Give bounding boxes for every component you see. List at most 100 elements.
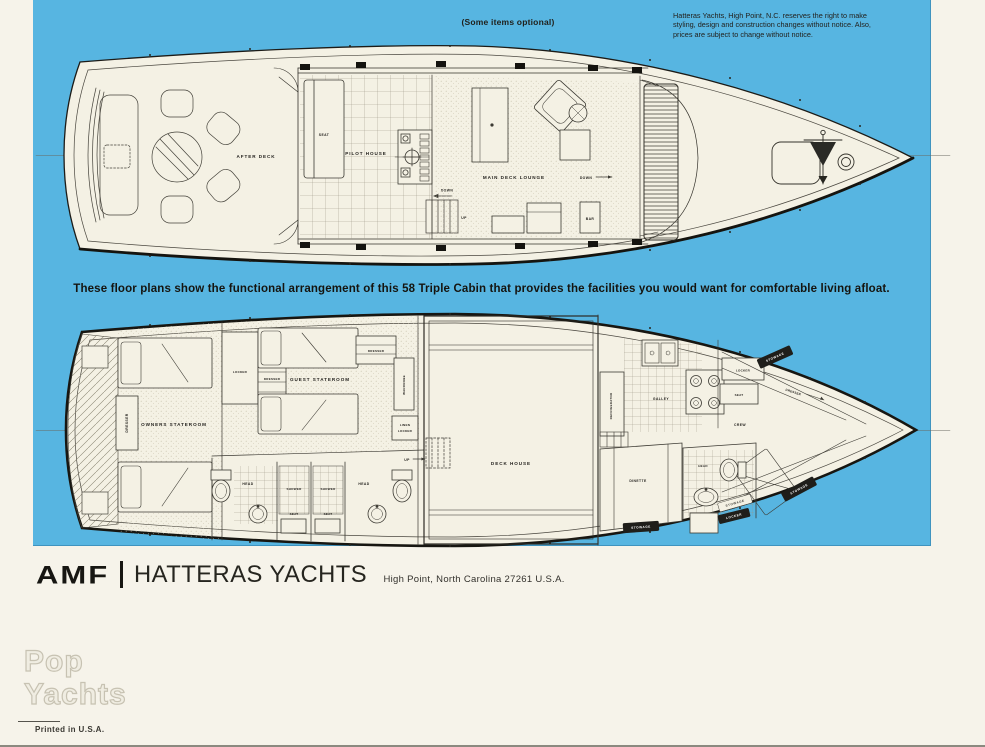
aft-deck-group [87, 87, 241, 224]
stern-settee [99, 94, 139, 216]
deck-house-label: DECK HOUSE [491, 461, 531, 466]
pop-yachts-watermark: Pop Yachts [23, 644, 127, 711]
galley-label: GALLEY [653, 397, 669, 401]
bar-label: BAR [586, 217, 595, 221]
crew-locker [721, 357, 765, 381]
bar-cabinet [579, 201, 601, 234]
toilet-icon [210, 469, 232, 503]
printed-note-rule [18, 721, 60, 722]
disclaimer-line: Hatteras Yachts, High Point, N.C. reserv… [673, 11, 867, 20]
deck-cleats [300, 61, 642, 251]
pilot-house-group [303, 79, 433, 185]
main-deck-plan: AFTER DECK [35, 44, 951, 266]
pilot-seat-label: SEAT [319, 133, 330, 137]
lounge-cabinet [471, 87, 509, 163]
stern-locker [81, 345, 109, 369]
address-text: High Point, North Carolina 27261 U.S.A. [383, 574, 565, 585]
lounge-sofa [526, 202, 562, 234]
foredeck-hatch [771, 141, 821, 185]
linen-locker-label-2: LOCKER [398, 429, 413, 433]
toilet-icon [719, 458, 747, 482]
locker-tag: LOCKER [717, 508, 751, 524]
printed-note: Printed in U.S.A. [35, 725, 105, 734]
guest-stateroom-label: GUEST STATEROOM [290, 377, 350, 382]
seat-stbd-label: SEAT [324, 512, 333, 516]
dresser-owners-label: DRESSER [125, 413, 129, 432]
stowage-tag-dinette-label: STOWAGE [631, 525, 651, 530]
dresser-guest-mid-label: DRESSER [264, 377, 281, 381]
locker-galley-label: LOCKER [736, 369, 751, 373]
stowage-tag-outline: STOWAGE [717, 494, 753, 512]
locker [221, 331, 259, 405]
owners-stateroom-label: OWNERS STATEROOM [141, 422, 207, 427]
stern-lazarette [67, 333, 119, 529]
crew-label: CREW [734, 423, 746, 427]
dinette-label: DINETTE [629, 479, 647, 483]
owners-stateroom-group [115, 321, 223, 541]
shower-seat [314, 518, 341, 534]
inner-rail [73, 53, 900, 257]
deck-chair [160, 89, 194, 118]
bed [257, 393, 359, 435]
linen-locker [391, 415, 419, 441]
amf-logo: AMF [36, 560, 110, 590]
guest-stateroom-group [211, 315, 425, 546]
linen-locker-label-1: LINEN [400, 423, 410, 427]
deck-chair [206, 111, 241, 145]
locker-tag-label: LOCKER [726, 512, 743, 520]
dresser [115, 395, 139, 451]
seat-crew-label: SEAT [735, 393, 744, 397]
logo-divider [120, 561, 124, 588]
bed [117, 337, 213, 389]
head-port-label: HEAD [242, 482, 253, 486]
helm-wheel-icon [394, 147, 430, 167]
head-stbd-label: HEAD [358, 482, 369, 486]
legal-disclaimer: Hatteras Yachts, High Point, N.C. reserv… [673, 11, 963, 39]
shower-stbd-label: SHOWER [321, 487, 337, 491]
dresser-guest-fwd-label: DRESSER [368, 349, 385, 353]
optional-items-note: (Some items optional) [461, 17, 555, 27]
anchor-icon [803, 129, 843, 185]
crew-seat [719, 383, 759, 405]
down-fwd-label: DOWN [580, 176, 592, 180]
watermark-line: Pop [23, 644, 84, 678]
sink-icon [693, 487, 719, 507]
dinette-group [599, 431, 683, 532]
stowage-tag-fwd: STOWAGE [757, 345, 793, 369]
hull-shadow-edge [78, 156, 915, 266]
rail-ticks [149, 45, 861, 265]
galley-group [597, 314, 765, 546]
stowage-tag-dinette: STOWAGE [622, 520, 660, 534]
stern-hatch [103, 144, 131, 169]
lounge-seat [559, 129, 591, 161]
lounge-group [431, 74, 659, 240]
wardrobe [393, 357, 415, 411]
footer-logo-row: AMF HATTERAS YACHTS High Point, North Ca… [36, 554, 565, 590]
bow-cabinet [689, 512, 719, 534]
page-bottom-edge [0, 745, 985, 747]
up-stairs-group [412, 437, 451, 469]
watermark-line: Yachts [23, 677, 127, 711]
lounge-side-table [491, 215, 525, 234]
dresser-crew-label: DRESSER [785, 388, 802, 397]
dresser [355, 335, 397, 365]
refrigerator-label: REFRIGERATOR [609, 392, 613, 419]
up-stairs-label: UP [404, 458, 410, 462]
stowage-tag-outline-label: STOWAGE [725, 499, 745, 508]
shower-seat [280, 518, 307, 534]
head-bow-label: HEAD [698, 464, 708, 468]
sink-icon [248, 504, 268, 524]
heads-group [210, 457, 413, 542]
bow-fitting [837, 153, 855, 171]
floorplan-caption: These floor plans show the functional ar… [73, 283, 890, 295]
toilet-icon [391, 469, 413, 503]
disclaimer-line: styling, design and construction changes… [673, 20, 871, 30]
after-deck-label: AFTER DECK [236, 154, 275, 159]
shower-port-label: SHOWER [287, 487, 303, 491]
lower-deck-plan: DRESSER OWNERS STATEROOM LOCKER DRESSER … [35, 312, 951, 548]
wardrobe-label: WARDROBE [402, 375, 406, 395]
pilot-house-label: PILOT HOUSE [345, 151, 387, 156]
seat-port-label: SEAT [290, 512, 299, 516]
